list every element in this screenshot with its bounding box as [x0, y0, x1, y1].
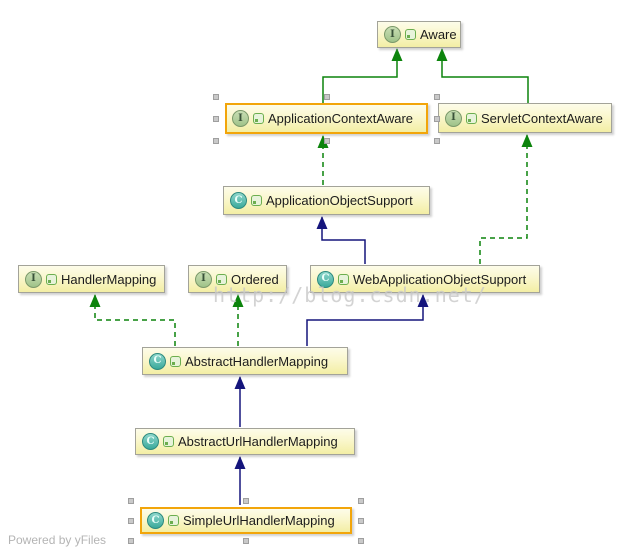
implements-arrowhead-icon — [317, 135, 329, 148]
selection-handle[interactable] — [213, 138, 219, 144]
visibility-icon — [466, 112, 477, 124]
selection-handle[interactable] — [434, 138, 440, 144]
aware-node[interactable]: I Aware — [377, 21, 461, 48]
node-label: ServletContextAware — [481, 110, 603, 126]
interface-icon: I — [445, 109, 462, 127]
extends-arrowhead-icon — [234, 376, 246, 389]
interface-icon: I — [384, 26, 401, 43]
visibility-icon — [405, 29, 416, 40]
selection-handle[interactable] — [358, 538, 364, 544]
extends-edge — [441, 49, 529, 103]
abstract-url-handler-mapping-node[interactable]: C AbstractUrlHandlerMapping — [135, 428, 355, 455]
implements-arrowhead-icon — [89, 294, 101, 307]
extends-edge — [322, 49, 398, 103]
ordered-node[interactable]: I Ordered — [188, 265, 287, 293]
node-label: WebApplicationObjectSupport — [353, 271, 527, 287]
selection-handle[interactable] — [128, 538, 134, 544]
yfiles-credit: Powered by yFiles — [8, 533, 107, 547]
visibility-icon — [163, 436, 174, 447]
simple-url-handler-mapping-node[interactable]: C SimpleUrlHandlerMapping — [140, 507, 352, 534]
interface-icon: I — [232, 110, 249, 127]
visibility-icon — [253, 113, 264, 124]
visibility-icon — [216, 273, 227, 285]
selection-handle[interactable] — [243, 538, 249, 544]
implements-edge — [94, 295, 176, 346]
application-object-support-node[interactable]: C ApplicationObjectSupport — [223, 186, 430, 215]
handler-mapping-node[interactable]: I HandlerMapping — [18, 265, 165, 293]
interface-icon: I — [25, 270, 42, 288]
extends-arrowhead-icon — [436, 48, 448, 61]
application-context-aware-node[interactable]: I ApplicationContextAware — [225, 103, 428, 134]
visibility-icon — [338, 273, 349, 285]
implements-arrowhead-icon — [232, 294, 244, 307]
node-label: AbstractHandlerMapping — [185, 353, 329, 369]
node-label: ApplicationObjectSupport — [266, 193, 413, 208]
selection-handle[interactable] — [128, 498, 134, 504]
node-label: Ordered — [231, 271, 279, 287]
node-label: ApplicationContextAware — [268, 111, 414, 126]
class-icon: C — [147, 512, 164, 529]
interface-icon: I — [195, 270, 212, 288]
visibility-icon — [170, 355, 181, 367]
class-icon: C — [317, 270, 334, 288]
implements-arrowhead-icon — [521, 134, 533, 147]
extends-arrowhead-icon — [234, 456, 246, 469]
selection-handle[interactable] — [358, 517, 364, 524]
node-label: SimpleUrlHandlerMapping — [183, 513, 335, 528]
extends-arrowhead-icon — [417, 294, 429, 307]
selection-handle[interactable] — [213, 115, 219, 122]
node-label: HandlerMapping — [61, 271, 157, 287]
selection-handle[interactable] — [434, 94, 440, 100]
web-application-object-support-node[interactable]: C WebApplicationObjectSupport — [310, 265, 540, 293]
implements-edge — [479, 135, 528, 264]
selection-handle[interactable] — [323, 94, 330, 100]
selection-handle[interactable] — [128, 517, 134, 524]
extends-arrowhead-icon — [316, 216, 328, 229]
servlet-context-aware-node[interactable]: I ServletContextAware — [438, 103, 612, 133]
class-icon: C — [149, 352, 166, 370]
selection-handle[interactable] — [358, 498, 364, 504]
extends-edge — [306, 295, 424, 346]
visibility-icon — [46, 273, 57, 285]
extends-arrowhead-icon — [391, 48, 403, 61]
selection-handle[interactable] — [323, 138, 330, 144]
visibility-icon — [251, 195, 262, 206]
visibility-icon — [168, 515, 179, 526]
node-label: AbstractUrlHandlerMapping — [178, 434, 338, 449]
class-icon: C — [142, 433, 159, 450]
selection-handle[interactable] — [213, 94, 219, 100]
abstract-handler-mapping-node[interactable]: C AbstractHandlerMapping — [142, 347, 348, 375]
class-icon: C — [230, 192, 247, 209]
selection-handle[interactable] — [434, 115, 440, 122]
selection-handle[interactable] — [243, 498, 249, 504]
node-label: Aware — [420, 27, 457, 42]
